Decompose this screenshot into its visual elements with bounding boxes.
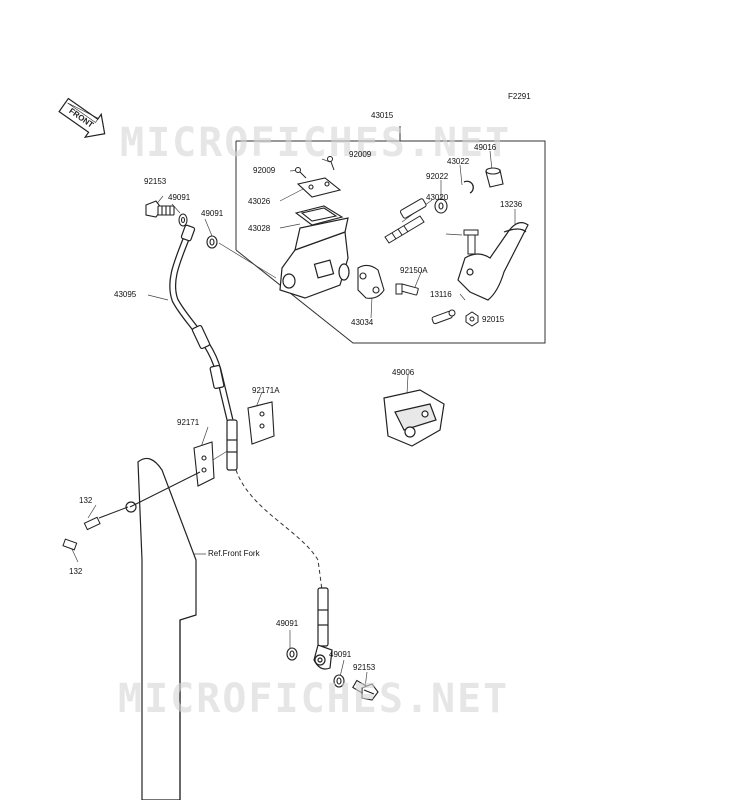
washer-49091-upper-left bbox=[178, 213, 188, 227]
part-label-92153-upper: 92153 bbox=[144, 177, 167, 186]
washer-49091-upper-right bbox=[206, 235, 218, 249]
boot-49016 bbox=[485, 167, 504, 188]
bolt-132-upper bbox=[83, 506, 129, 531]
lower-hose-fitting bbox=[313, 587, 333, 670]
part-label-49006: 49006 bbox=[392, 368, 415, 377]
part-label-13116: 13116 bbox=[430, 290, 452, 299]
hose-route-dashed bbox=[235, 469, 323, 591]
washer-49091-lower-left bbox=[286, 647, 298, 661]
part-label-92009b: 92009 bbox=[349, 150, 372, 159]
screw-92009-right bbox=[327, 156, 335, 171]
part-label-43020: 43020 bbox=[426, 193, 449, 202]
banjo-bolt-92153-lower bbox=[352, 679, 379, 701]
screw-92009-left bbox=[295, 167, 307, 179]
part-label-49091-lower-left: 49091 bbox=[276, 619, 299, 628]
washer-92022 bbox=[434, 198, 448, 214]
part-label-13236: 13236 bbox=[500, 200, 523, 209]
lever-13236 bbox=[457, 222, 529, 301]
ref-note: Ref.Front Fork bbox=[208, 549, 260, 558]
nut-92015 bbox=[465, 311, 479, 327]
part-label-49091-upper-right: 49091 bbox=[201, 209, 224, 218]
part-label-92171: 92171 bbox=[177, 418, 200, 427]
part-label-132-upper: 132 bbox=[79, 496, 93, 505]
diaphragm-43028 bbox=[294, 205, 344, 226]
bolt-92150A bbox=[395, 283, 419, 296]
clamp-43034 bbox=[357, 264, 385, 299]
part-label-43028: 43028 bbox=[248, 224, 271, 233]
washer-49091-lower-right bbox=[333, 674, 345, 688]
piston-kit-43020 bbox=[384, 198, 427, 244]
bracket-92171A bbox=[247, 401, 275, 445]
watermark-top: MICROFICHES.NET bbox=[120, 120, 512, 166]
part-label-43095: 43095 bbox=[114, 290, 137, 299]
part-label-43015: 43015 bbox=[371, 111, 394, 120]
part-label-92022: 92022 bbox=[426, 172, 449, 181]
front-fork-leg bbox=[125, 457, 197, 800]
bolt-132-lower bbox=[62, 538, 78, 551]
part-label-43022: 43022 bbox=[447, 157, 470, 166]
front-arrow-icon: FRONT bbox=[58, 97, 106, 139]
fork-mount-line bbox=[129, 471, 201, 508]
watermark-bottom: MICROFICHES.NET bbox=[118, 676, 510, 722]
brake-hose-43095 bbox=[169, 224, 238, 471]
part-label-92150A: 92150A bbox=[400, 266, 428, 275]
part-label-49016: 49016 bbox=[474, 143, 497, 152]
part-label-49091-upper-left: 49091 bbox=[168, 193, 191, 202]
diagram-code: F2291 bbox=[508, 92, 531, 101]
reservoir-cap-43026 bbox=[296, 177, 342, 198]
master-cylinder-body bbox=[279, 217, 350, 299]
part-label-132-lower: 132 bbox=[69, 567, 83, 576]
leader-lines bbox=[69, 150, 516, 689]
part-label-43034: 43034 bbox=[351, 318, 374, 327]
pivot-bolt-92150 bbox=[463, 229, 479, 255]
holder-49006 bbox=[383, 389, 445, 447]
part-label-92153-lower: 92153 bbox=[353, 663, 376, 672]
circlip-43022 bbox=[463, 180, 474, 194]
part-label-92015: 92015 bbox=[482, 315, 505, 324]
adjuster-13116 bbox=[431, 309, 456, 325]
banjo-bolt-92153-upper bbox=[145, 200, 175, 218]
bracket-92171 bbox=[193, 441, 215, 487]
part-label-92171A: 92171A bbox=[252, 386, 280, 395]
assembly-box-43015 bbox=[235, 126, 546, 344]
part-label-92009a: 92009 bbox=[253, 166, 276, 175]
part-label-43026: 43026 bbox=[248, 197, 271, 206]
part-label-49091-lower-right: 49091 bbox=[329, 650, 352, 659]
